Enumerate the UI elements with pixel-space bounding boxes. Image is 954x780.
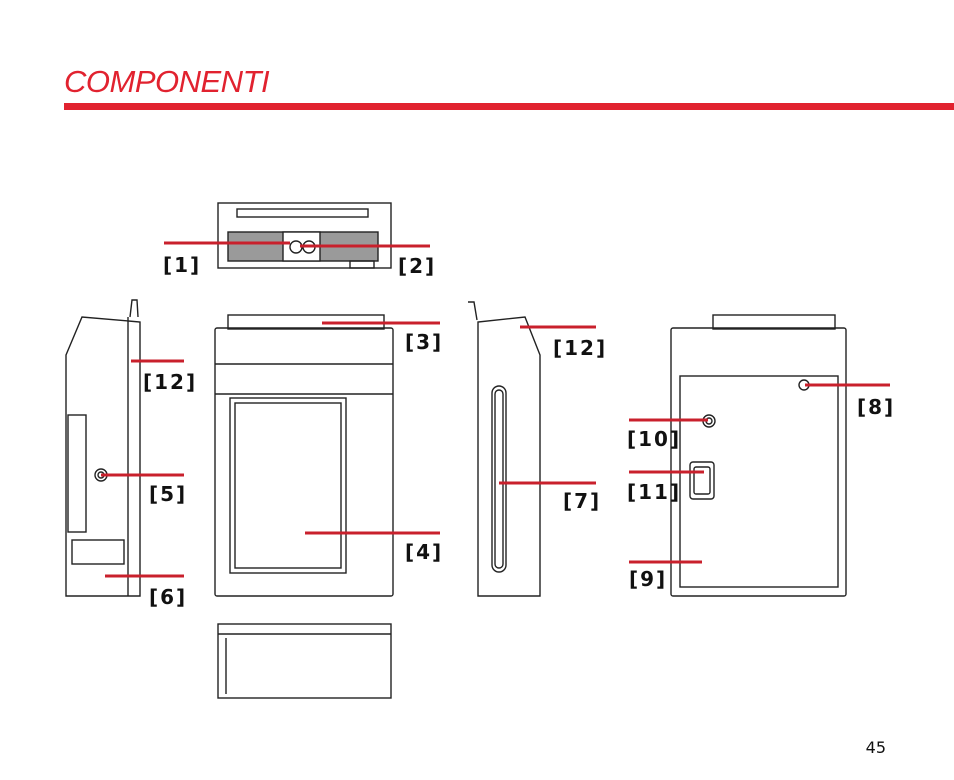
page-title: COMPONENTI xyxy=(64,64,270,99)
back-view xyxy=(670,314,847,597)
callout-2: [2] xyxy=(398,254,436,278)
callout-lines xyxy=(101,241,890,578)
right-side-view xyxy=(468,301,541,597)
page-number: 45 xyxy=(865,738,886,757)
callout-7: [7] xyxy=(563,489,601,513)
callout-4: [4] xyxy=(405,540,443,564)
callout-12-right: [12] xyxy=(553,336,607,360)
left-side-view xyxy=(65,299,141,597)
callout-9: [9] xyxy=(629,567,667,591)
callout-8: [8] xyxy=(857,395,895,419)
callout-3: [3] xyxy=(405,330,443,354)
callout-5: [5] xyxy=(149,482,187,506)
callout-11: [11] xyxy=(627,480,681,504)
top-view xyxy=(217,202,392,269)
callout-1: [1] xyxy=(163,253,201,277)
callout-6: [6] xyxy=(149,585,187,609)
front-view xyxy=(214,314,394,597)
callout-12-left: [12] xyxy=(143,370,197,394)
bottom-view xyxy=(217,623,392,699)
title-underline xyxy=(64,103,954,110)
callout-10: [10] xyxy=(627,427,681,451)
